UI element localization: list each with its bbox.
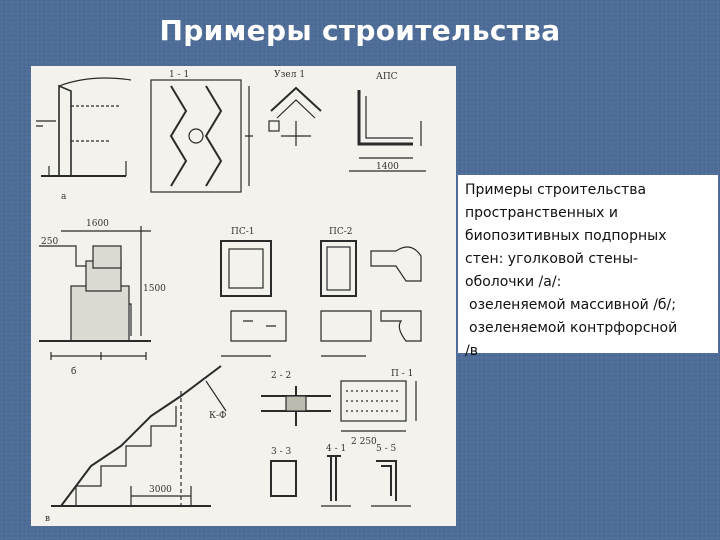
label-2-2: 2 - 2 [271,371,291,381]
caption-box: Примеры строительства пространственных и… [458,175,718,359]
label-250: 250 [41,237,58,247]
zigzag-section [150,79,253,193]
label-p1: П - 1 [391,369,413,379]
label-1500: 1500 [143,284,166,294]
label-1400: 1400 [376,162,399,172]
caption-line: оболочки /а/: [465,274,562,290]
caption-line: биопозитивных подпорных [465,228,667,244]
stair-slope-v [51,365,227,507]
drawing-sheet: 1 - 1 Узел 1 АПС а ПС-1 ПС-2 1600 250 15… [36,70,426,524]
caption-line: озеленяемой контрфорсной [469,320,678,336]
caption-line: стен: уголковой стены- [465,251,639,267]
label-ps2: ПС-2 [329,227,353,237]
label-node-1: Узел 1 [274,70,305,80]
caption-line: Примеры строительства [465,182,647,198]
caption-line: озеленяемой массивной /б/; [469,297,676,313]
ps-sections [220,240,422,357]
label-4-4: 4 - 1 [326,444,346,454]
label-1600: 1600 [86,219,109,229]
wall-section-a [36,77,132,177]
stepped-wall-b [39,226,151,360]
technical-drawing: 1 - 1 Узел 1 АПС а ПС-1 ПС-2 1600 250 15… [31,66,456,526]
caption-line: /в [465,343,478,359]
small-sections [270,455,411,507]
label-v: в [45,514,50,524]
label-3000: 3000 [149,485,172,495]
node-detail [268,86,322,146]
slide-title: Примеры строительства [159,14,561,47]
label-1-1: 1 - 1 [169,70,189,80]
angle-detail [349,90,426,172]
caption-line: пространственных и [465,205,618,221]
label-5-5: 5 - 5 [376,444,396,454]
drawing-labels: 1 - 1 Узел 1 АПС а ПС-1 ПС-2 1600 250 15… [41,70,413,524]
label-ps1: ПС-1 [231,227,255,237]
label-kf: К-Ф [209,411,226,421]
label-a: а [61,192,67,202]
label-b: б [71,366,76,377]
section-2-2 [261,380,417,432]
label-aps: АПС [376,72,398,82]
label-3-3: 3 - 3 [271,447,291,457]
label-2250: 2 250 [351,437,377,447]
